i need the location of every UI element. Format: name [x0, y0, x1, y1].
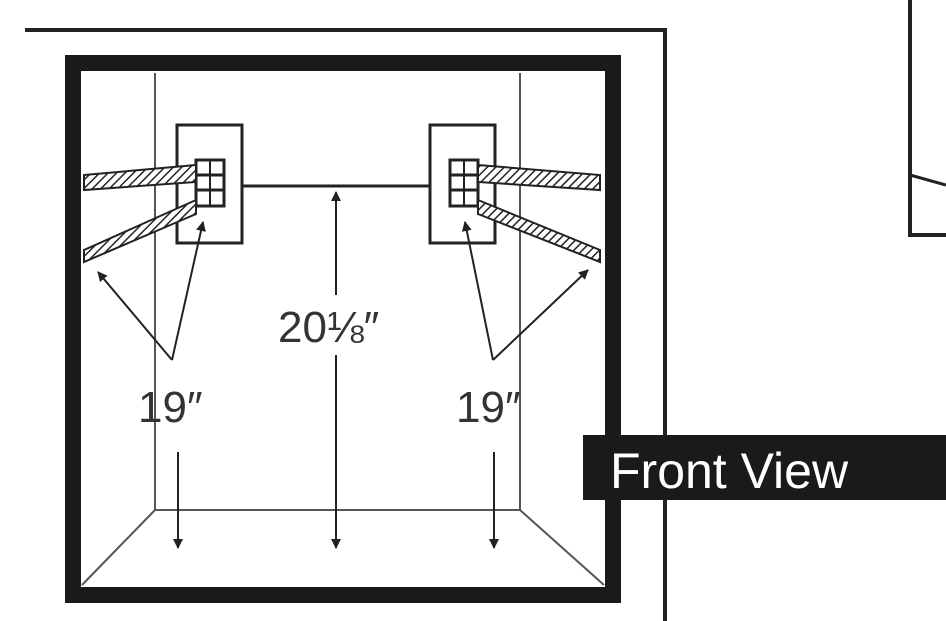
left-bracket	[83, 123, 244, 264]
left-width-arrows	[97, 221, 206, 549]
left-width-label: 19″	[138, 383, 203, 432]
interior-perspective	[81, 73, 605, 586]
right-width-arrows	[461, 221, 589, 549]
cabinet-outline	[25, 0, 946, 621]
front-view-label: Front View	[610, 443, 849, 499]
box-frame	[65, 55, 621, 603]
right-width-label: 19″	[456, 383, 521, 432]
front-view-tag: Front View	[583, 435, 946, 500]
center-height-label: 20⅛″	[278, 303, 379, 352]
right-bracket	[428, 123, 601, 264]
